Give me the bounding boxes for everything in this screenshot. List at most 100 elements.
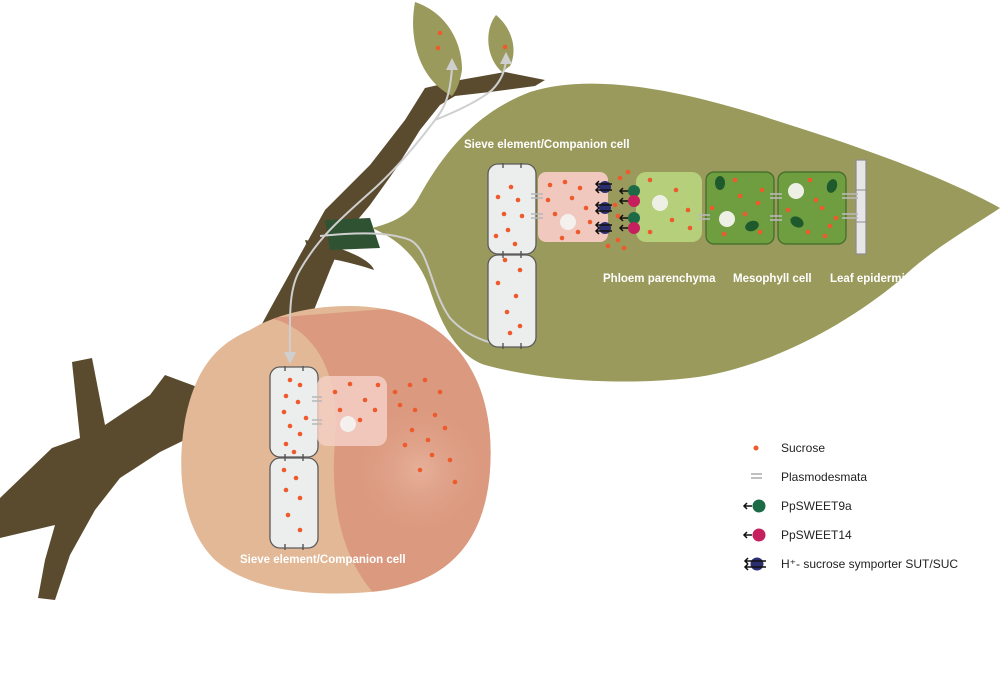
sucrose-dot: [687, 225, 693, 231]
sucrose-dot: [357, 417, 363, 423]
transport-path: [288, 59, 526, 356]
sucrose-dot: [287, 377, 293, 383]
sucrose-dot: [502, 257, 508, 263]
sucrose-dot: [807, 177, 813, 183]
arrow-head-fruit: [284, 352, 296, 364]
sucrose-dot: [412, 407, 418, 413]
sucrose-dot: [283, 441, 289, 447]
sucrose-dot: [297, 431, 303, 437]
sweet14-1: [618, 195, 640, 207]
sucrose-dot: [545, 197, 551, 203]
leaf-companion-cell: [538, 172, 608, 242]
arrow-head-leaf1: [446, 58, 458, 70]
sweet14-2: [618, 222, 640, 234]
sucrose-dot: [512, 241, 518, 247]
sucrose-dot: [813, 197, 819, 203]
sucrose-dot: [435, 45, 441, 51]
sucrose-dot: [495, 280, 501, 286]
sucrose-dot: [283, 487, 289, 493]
plasmodesmata-leaf: [531, 193, 858, 221]
sucrose-dot: [293, 475, 299, 481]
sucrose-dot: [504, 309, 510, 315]
legend-item-plasmodesmata: Plasmodesmata: [751, 470, 867, 484]
sucrose-dot: [422, 377, 428, 383]
sucrose-dot: [502, 44, 508, 50]
arrow-head-leaf2: [500, 52, 512, 64]
sucrose-dot: [673, 187, 679, 193]
leaf-epidermis-cell: [855, 159, 867, 255]
sucrose-dot: [437, 30, 443, 36]
sucrose-dot: [669, 217, 675, 223]
sweet9a-1: [618, 185, 640, 197]
sucrose-dot: [297, 495, 303, 501]
sucrose-dot: [425, 437, 431, 443]
label-leaf-sieve-cell: Sieve element/Companion cell: [464, 139, 630, 151]
sucrose-dot: [605, 243, 611, 249]
label-phloem-parenchyma: Phloem parenchyma: [603, 273, 716, 285]
sucrose-dot: [505, 227, 511, 233]
sucrose-dot: [347, 381, 353, 387]
symporter-3: [594, 221, 612, 235]
legend-symporter-label: H⁺- sucrose symporter SUT/SUC: [781, 557, 958, 571]
sucrose-dot: [362, 397, 368, 403]
sucrose-dot: [283, 393, 289, 399]
sucrose-dot: [429, 452, 435, 458]
sucrose-dot: [559, 235, 565, 241]
sucrose-dot: [285, 512, 291, 518]
sucrose-dot: [513, 293, 519, 299]
sucrose-dot: [281, 409, 287, 415]
sucrose-dot: [495, 194, 501, 200]
sucrose-dot: [295, 399, 301, 405]
legend-item-symporter: H⁺- sucrose symporter SUT/SUC: [743, 557, 958, 571]
leaf-sieve-element-bottom: [487, 254, 537, 348]
sucrose-dot: [577, 185, 583, 191]
legend-sweet14-label: PpSWEET14: [781, 528, 852, 542]
legend-sweet9a-label: PpSWEET9a: [781, 499, 852, 513]
sucrose-dot: [517, 267, 523, 273]
plasmodesmata-fruit: [312, 396, 322, 425]
sucrose-dot: [501, 211, 507, 217]
leaf-sieve-element-top: [487, 163, 537, 255]
sucrose-dot: [372, 407, 378, 413]
sucrose-dot: [552, 211, 558, 217]
sucrose-dot: [617, 175, 623, 181]
sucrose-dot: [569, 195, 575, 201]
sucrose-dot: [517, 323, 523, 329]
sucrose-dot: [402, 442, 408, 448]
phloem-parenchyma-cell: [636, 172, 702, 242]
sucrose-dot: [375, 382, 381, 388]
sucrose-dot: [332, 389, 338, 395]
legend-item-sweet14: PpSWEET14: [742, 528, 852, 542]
sucrose-dot: [515, 197, 521, 203]
fruit-sieve-element-top: [269, 366, 319, 458]
sucrose-dot: [732, 177, 738, 183]
sucrose-dot: [615, 213, 621, 219]
sucrose-dot: [409, 427, 415, 433]
sucrose-dot: [822, 233, 828, 239]
sucrose-dot: [507, 330, 513, 336]
sucrose-dot: [291, 449, 297, 455]
sucrose-dot: [742, 211, 748, 217]
legend-item-sweet9a: PpSWEET9a: [742, 499, 852, 513]
label-fruit-sieve-cell: Sieve element/Companion cell: [240, 554, 406, 566]
fruit-sieve-element-bottom: [269, 457, 319, 549]
sucrose-dot: [337, 407, 343, 413]
sucrose-dot: [819, 205, 825, 211]
sucrose-dot: [287, 423, 293, 429]
sucrose-dot: [737, 193, 743, 199]
sucrose-dot: [437, 389, 443, 395]
sucrose-dot: [757, 229, 763, 235]
sucrose-dot: [442, 425, 448, 431]
sucrose-dot: [417, 467, 423, 473]
label-leaf-epidermis: Leaf epidermis: [830, 273, 911, 285]
legend-plasmodesmata-label: Plasmodesmata: [781, 470, 867, 484]
sucrose-dot: [508, 184, 514, 190]
sucrose-dot: [297, 527, 303, 533]
sucrose-dot: [755, 200, 761, 206]
sucrose-dot: [397, 402, 403, 408]
sucrose-dot: [759, 187, 765, 193]
sucrose-dot: [297, 382, 303, 388]
sucrose-dot: [587, 219, 593, 225]
sucrose-dot: [547, 182, 553, 188]
